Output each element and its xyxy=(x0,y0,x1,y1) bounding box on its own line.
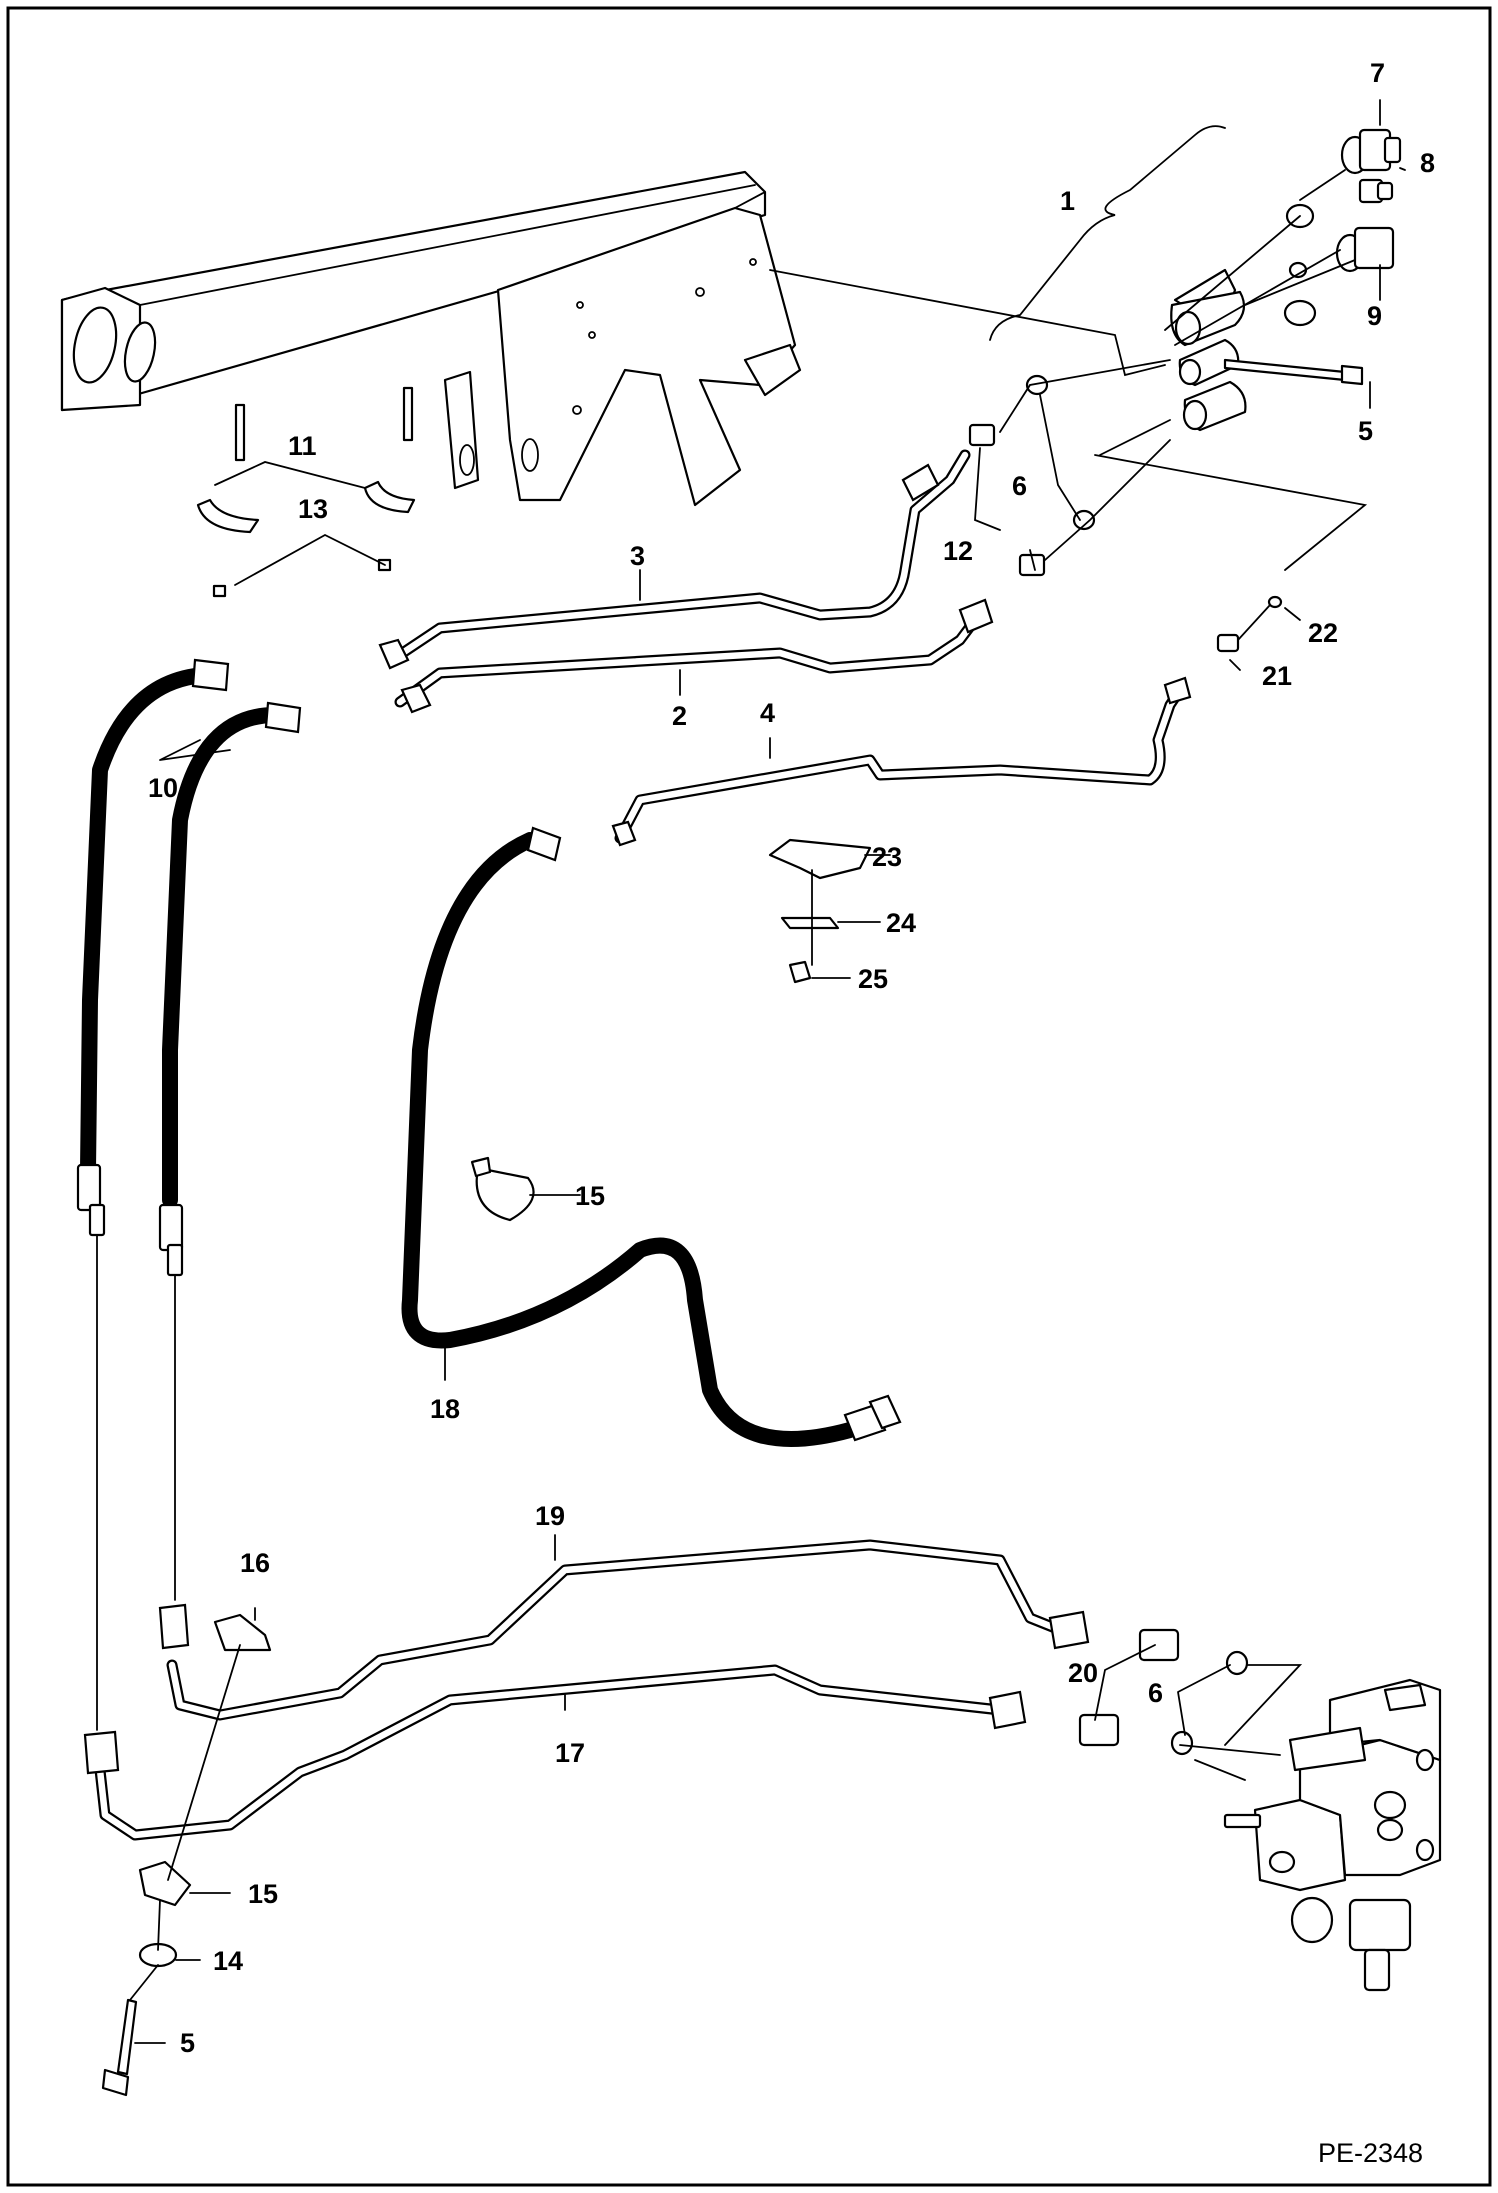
tube-3 xyxy=(378,449,971,670)
callout-24: 24 xyxy=(886,908,916,938)
callout-13: 13 xyxy=(298,494,328,524)
callout-15-lower: 15 xyxy=(248,1879,278,1909)
lift-arm xyxy=(60,170,802,507)
hose-10 xyxy=(76,658,302,1731)
clip-11 xyxy=(196,480,416,534)
callout-labels: 1 7 8 9 5 6 12 3 2 4 22 21 11 13 10 23 2… xyxy=(148,58,1435,2168)
callout-15-upper: 15 xyxy=(575,1181,605,1211)
alignment-lines xyxy=(769,169,1368,641)
tie-strap-15 xyxy=(470,1156,535,1222)
callout-20: 20 xyxy=(1068,1658,1098,1688)
tube-4 xyxy=(611,676,1192,847)
adapter-20 xyxy=(1078,1628,1180,1747)
callout-3: 3 xyxy=(630,541,645,571)
callout-7: 7 xyxy=(1370,58,1385,88)
clamp-16 xyxy=(213,1613,272,1652)
bracket-23 xyxy=(768,838,872,880)
lower-clamp-alignment xyxy=(129,1644,241,2001)
callout-6-lower: 6 xyxy=(1148,1678,1163,1708)
callout-19: 19 xyxy=(535,1501,565,1531)
callout-10: 10 xyxy=(148,773,178,803)
adapter-12 xyxy=(968,423,1046,577)
clamp-15-lower xyxy=(138,1860,192,1907)
hose-18 xyxy=(401,826,902,1447)
bolt-5-top xyxy=(1223,358,1364,386)
callout-5-top: 5 xyxy=(1358,416,1373,446)
callout-8: 8 xyxy=(1420,148,1435,178)
callout-4: 4 xyxy=(760,698,775,728)
nut-25 xyxy=(788,960,812,984)
callout-2: 2 xyxy=(672,701,687,731)
callout-1: 1 xyxy=(1060,186,1075,216)
bolt-5-lower xyxy=(101,1998,138,2097)
callout-16: 16 xyxy=(240,1548,270,1578)
callout-23: 23 xyxy=(872,842,902,872)
fitting-7 xyxy=(1340,128,1402,175)
diagram-frame xyxy=(6,6,1492,2187)
plate-24 xyxy=(780,916,840,930)
figure-id: PE-2348 xyxy=(1318,2138,1423,2168)
callout-22: 22 xyxy=(1308,618,1338,648)
tube-nuts xyxy=(83,1603,1090,1775)
lower-alignment-lines xyxy=(1179,1664,1303,1781)
callout-5-lower: 5 xyxy=(180,2028,195,2058)
adapter-21 xyxy=(1216,633,1240,653)
callout-17: 17 xyxy=(555,1738,585,1768)
nut-13 xyxy=(212,558,392,598)
tube-2 xyxy=(394,598,994,714)
callout-6-top: 6 xyxy=(1012,471,1027,501)
fitting-8 xyxy=(1358,178,1394,204)
callout-18: 18 xyxy=(430,1394,460,1424)
callout-21: 21 xyxy=(1262,661,1292,691)
control-valve xyxy=(1223,1678,1442,1992)
callout-25: 25 xyxy=(858,964,888,994)
bracket-1 xyxy=(989,125,1226,341)
o-rings-6 xyxy=(1025,203,1317,609)
tube-17 xyxy=(94,1664,1006,1841)
fitting-9 xyxy=(1335,226,1395,273)
callout-9: 9 xyxy=(1367,301,1382,331)
callout-12: 12 xyxy=(943,536,973,566)
leader-lines xyxy=(134,99,1406,2044)
o-rings-6-lower xyxy=(1170,1650,1249,1756)
callout-11: 11 xyxy=(288,431,317,461)
tube-19 xyxy=(166,1539,1066,1721)
callout-14: 14 xyxy=(213,1946,243,1976)
